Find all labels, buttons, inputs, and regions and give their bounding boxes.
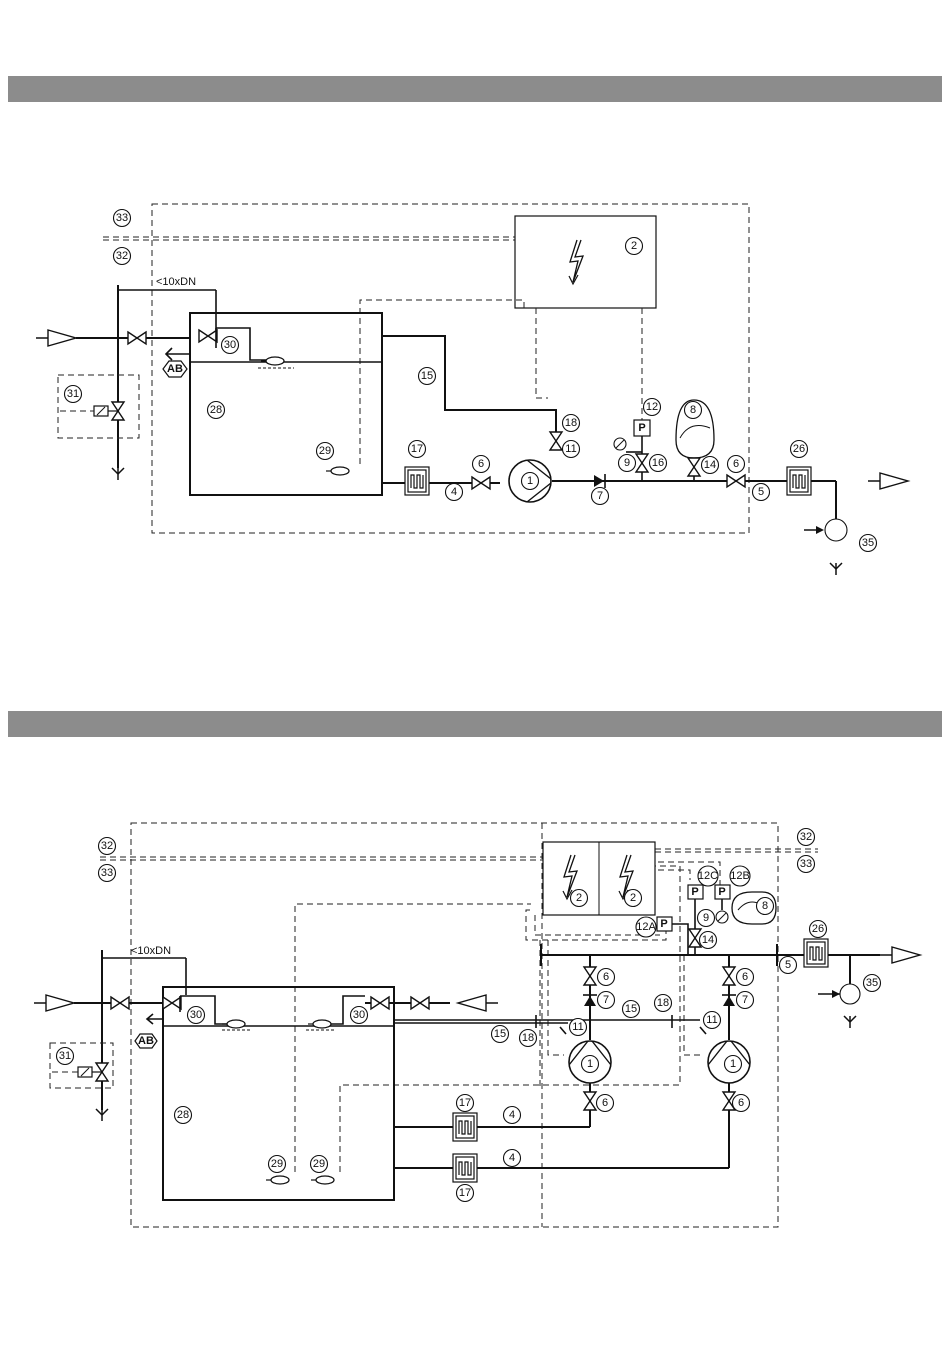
svg-text:P: P xyxy=(638,422,645,434)
callout-30b-label: 30 xyxy=(190,1009,202,1021)
callout-32-label: 32 xyxy=(116,250,128,262)
callout-11-label: 11 xyxy=(565,443,576,455)
dim-limit-label: <10xDN xyxy=(156,276,196,288)
callout-26-label: 26 xyxy=(793,443,805,455)
callout-30-label: 30 xyxy=(224,339,236,351)
callout-1b-label: 1 xyxy=(587,1058,593,1070)
callout-14-label: 14 xyxy=(704,459,716,471)
callout-15-label: 15 xyxy=(421,370,433,382)
callout-4b-label: 4 xyxy=(509,1109,515,1121)
callout-29c-label: 29 xyxy=(313,1158,325,1170)
callout-35-label: 35 xyxy=(862,537,874,549)
callout-8-label: 8 xyxy=(690,404,696,416)
callout-4-label: 4 xyxy=(451,486,457,498)
callout-29b-label: 29 xyxy=(271,1158,283,1170)
callout-33b-label: 33 xyxy=(101,867,113,879)
diagram-single-pump: <10xDN AB P xyxy=(36,204,908,575)
diagram-twin-pump: <10xDN AB xyxy=(34,823,920,1227)
callout-9b-label: 9 xyxy=(703,912,709,924)
callout-33-label: 33 xyxy=(116,212,128,224)
svg-text:AB: AB xyxy=(138,1035,154,1047)
callout-32c-label: 32 xyxy=(800,831,812,843)
callout-17-label: 17 xyxy=(411,443,423,455)
callout-30c-label: 30 xyxy=(353,1009,365,1021)
callout-15c-label: 15 xyxy=(494,1028,506,1040)
callout-29-label: 29 xyxy=(319,445,331,457)
callout-6f-label: 6 xyxy=(738,1097,744,1109)
callout-18c-label: 18 xyxy=(522,1032,534,1044)
callout-6e-label: 6 xyxy=(602,1097,608,1109)
svg-text:P: P xyxy=(660,918,667,930)
callout-12c-label: 12C xyxy=(698,870,718,882)
callout-6-label: 6 xyxy=(478,458,484,470)
callout-32b-label: 32 xyxy=(101,840,113,852)
callout-18b-label: 18 xyxy=(657,997,669,1009)
callout-9-label: 9 xyxy=(624,457,630,469)
callout-6b-label: 6 xyxy=(733,458,739,470)
callout-12-label: 12 xyxy=(646,401,658,413)
callout-11b-label: 11 xyxy=(572,1021,583,1033)
callout-8b-label: 8 xyxy=(762,900,768,912)
callout-4c-label: 4 xyxy=(509,1152,515,1164)
callout-35b-label: 35 xyxy=(866,977,878,989)
callout-5b-label: 5 xyxy=(785,959,791,971)
callout-7c-label: 7 xyxy=(742,994,748,1006)
svg-text:<10xDN: <10xDN xyxy=(131,945,171,957)
callout-1c-label: 1 xyxy=(730,1058,736,1070)
callout-31-label: 31 xyxy=(67,388,79,400)
callout-12a-label: 12A xyxy=(636,921,656,933)
callout-2b-label: 2 xyxy=(576,892,582,904)
callout-5-label: 5 xyxy=(758,486,764,498)
svg-text:P: P xyxy=(718,886,725,898)
callout-16-label: 16 xyxy=(652,457,664,469)
callout-17b-label: 17 xyxy=(459,1097,471,1109)
callout-6c-label: 6 xyxy=(603,971,609,983)
callout-1-label: 1 xyxy=(527,475,533,487)
callout-7-label: 7 xyxy=(597,490,603,502)
callout-33c-label: 33 xyxy=(800,858,812,870)
callout-6d-label: 6 xyxy=(742,971,748,983)
control-panel xyxy=(515,216,656,308)
backflow-badge: AB xyxy=(167,363,183,375)
callout-2-label: 2 xyxy=(631,240,637,252)
callout-7b-label: 7 xyxy=(603,994,609,1006)
callout-15b-label: 15 xyxy=(625,1003,637,1015)
callout-28b-label: 28 xyxy=(177,1109,189,1121)
callout-2c-label: 2 xyxy=(630,892,636,904)
callout-28-label: 28 xyxy=(210,404,222,416)
callout-11c-label: 11 xyxy=(706,1014,717,1026)
callout-26b-label: 26 xyxy=(812,923,824,935)
callout-14b-label: 14 xyxy=(702,934,714,946)
callout-18-label: 18 xyxy=(565,417,577,429)
callout-17c-label: 17 xyxy=(459,1187,471,1199)
callout-12b-label: 12B xyxy=(730,870,750,882)
svg-text:P: P xyxy=(691,886,698,898)
callout-31b-label: 31 xyxy=(59,1050,71,1062)
